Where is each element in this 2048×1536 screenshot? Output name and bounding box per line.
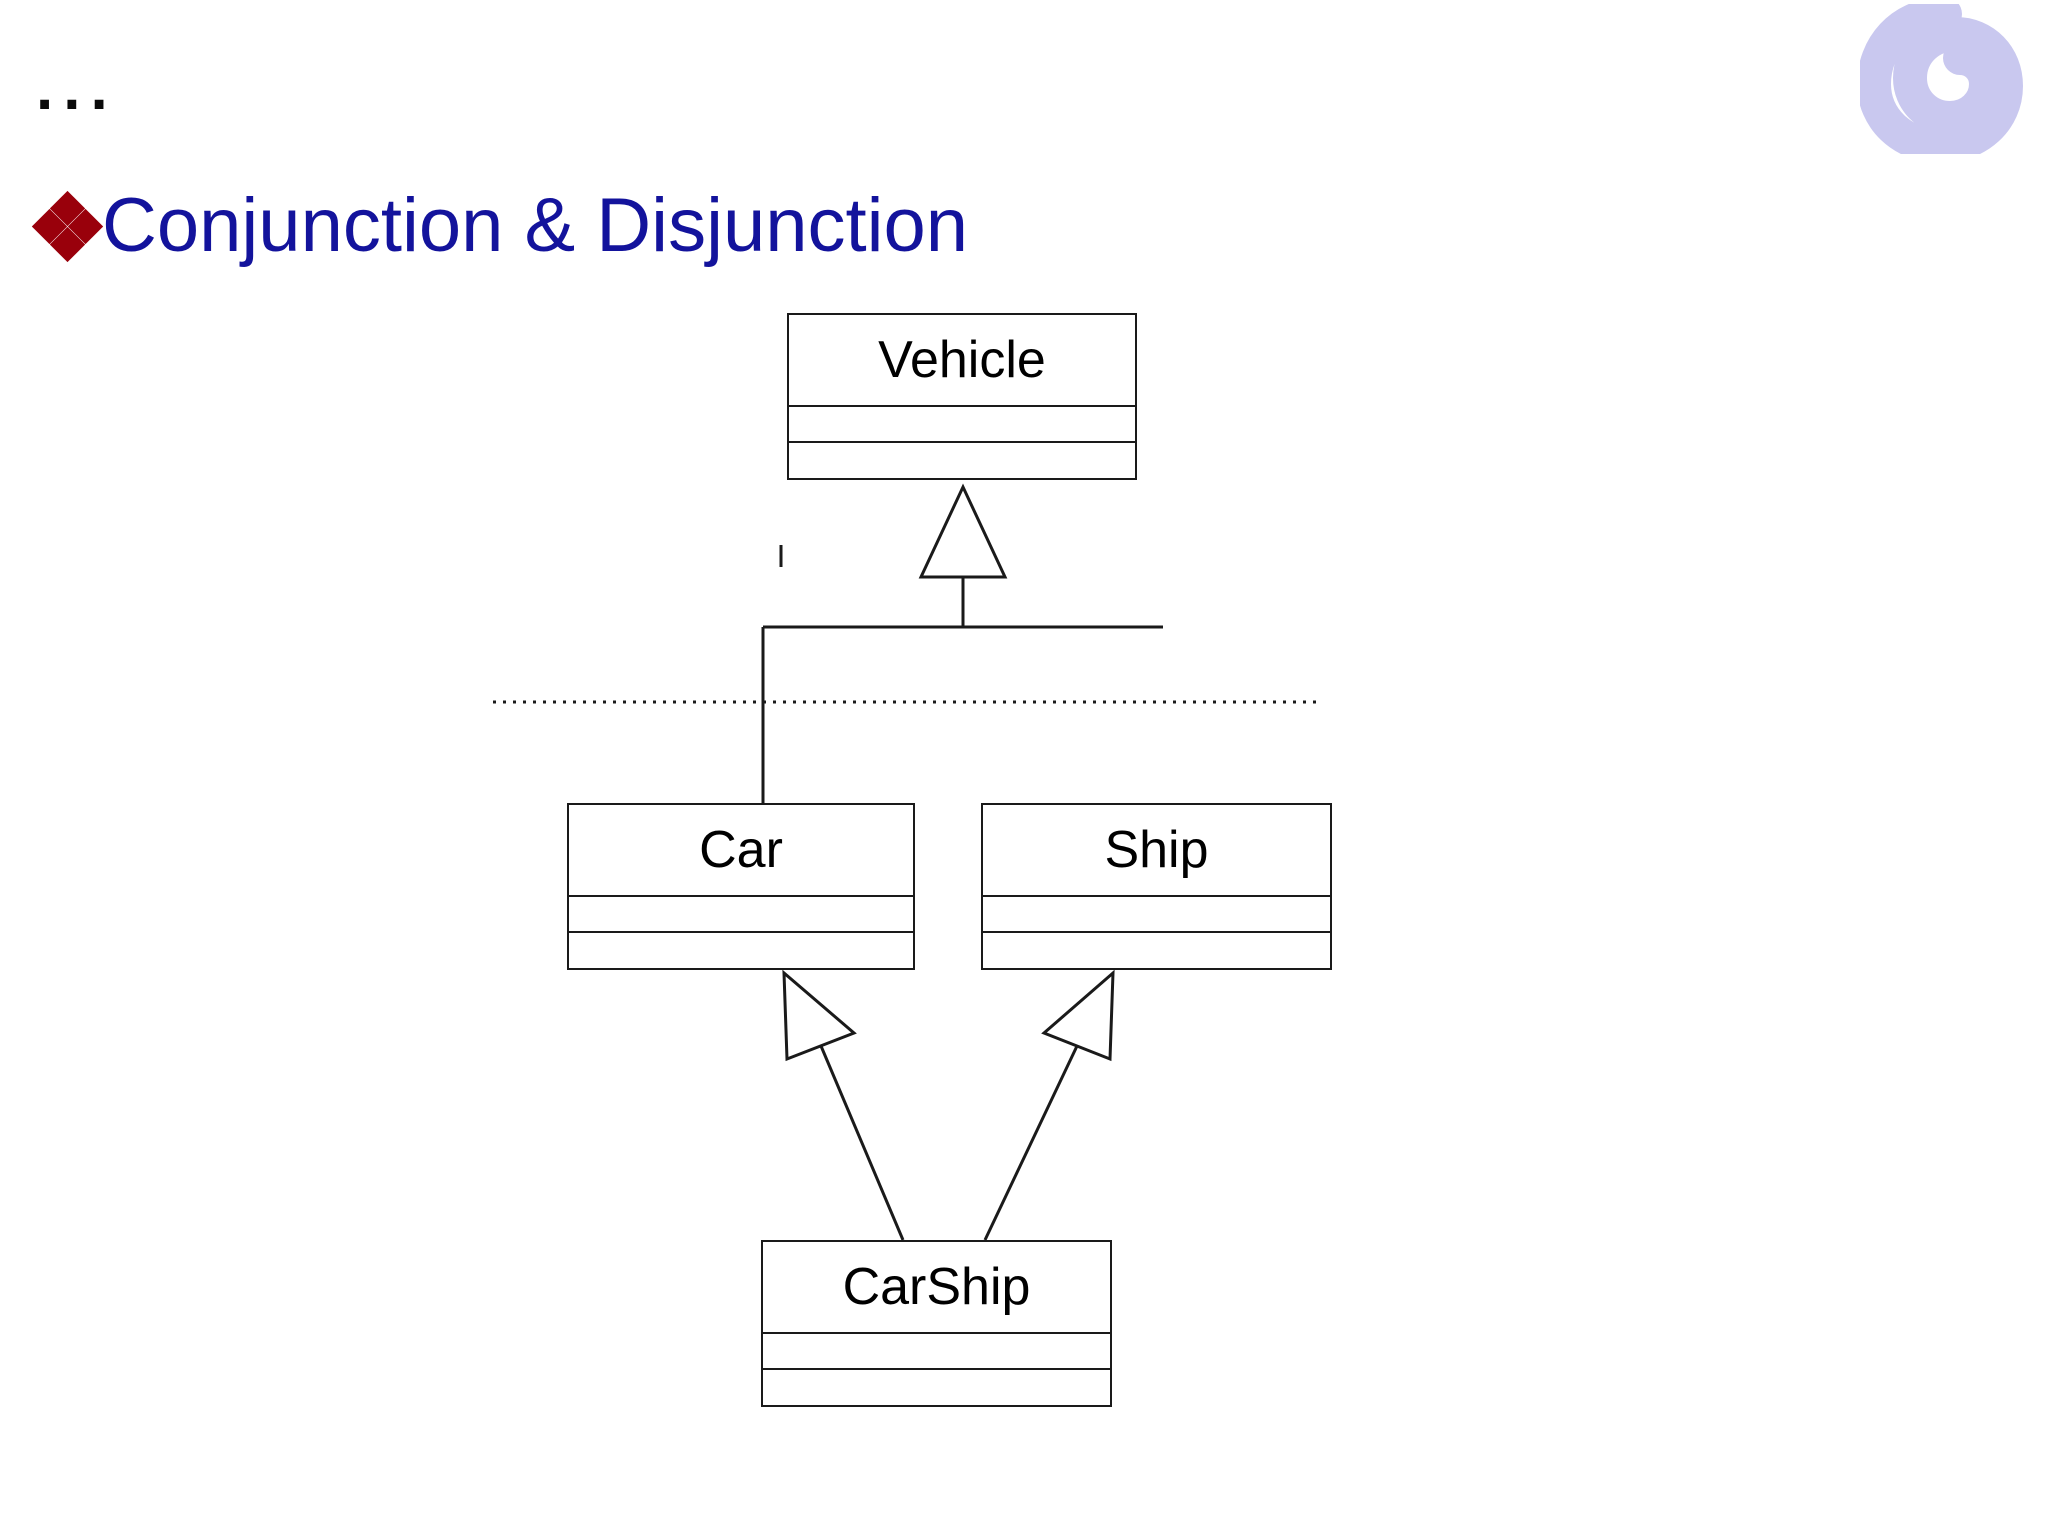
uml-class-ship[interactable]: Ship	[981, 803, 1332, 970]
uml-class-name-carship: CarShip	[763, 1242, 1110, 1334]
uml-class-name-ship: Ship	[983, 805, 1330, 897]
spiral-swirl-logo	[1856, 0, 2030, 164]
generalization-arrowhead-vehicle	[918, 483, 1008, 579]
generalization-line-carship-car	[819, 1045, 905, 1241]
page-title: Conjunction & Disjunction	[31, 183, 969, 268]
page-title-text: Conjunction & Disjunction	[102, 183, 969, 268]
generalization-line-carship-ship	[983, 1045, 1079, 1241]
uml-attributes-compartment-vehicle	[789, 407, 1135, 443]
uml-class-vehicle[interactable]: Vehicle	[787, 313, 1137, 480]
uml-attributes-compartment-carship	[763, 1334, 1110, 1370]
uml-operations-compartment-vehicle	[789, 443, 1135, 478]
uml-operations-compartment-carship	[763, 1370, 1110, 1405]
uml-class-name-car: Car	[569, 805, 913, 897]
uml-class-car[interactable]: Car	[567, 803, 915, 970]
uml-attributes-compartment-car	[569, 897, 913, 933]
uml-class-name-vehicle: Vehicle	[789, 315, 1135, 407]
uml-operations-compartment-car	[569, 933, 913, 968]
uml-operations-compartment-ship	[983, 933, 1330, 968]
generalization-arrowhead-ship	[1041, 969, 1115, 1062]
generalization-arrowhead-car	[782, 969, 857, 1062]
uml-attributes-compartment-ship	[983, 897, 1330, 933]
continuation-ellipsis: ...	[36, 54, 118, 123]
uml-class-carship[interactable]: CarShip	[761, 1240, 1112, 1407]
diamond-cluster-bullet-icon	[31, 190, 104, 263]
